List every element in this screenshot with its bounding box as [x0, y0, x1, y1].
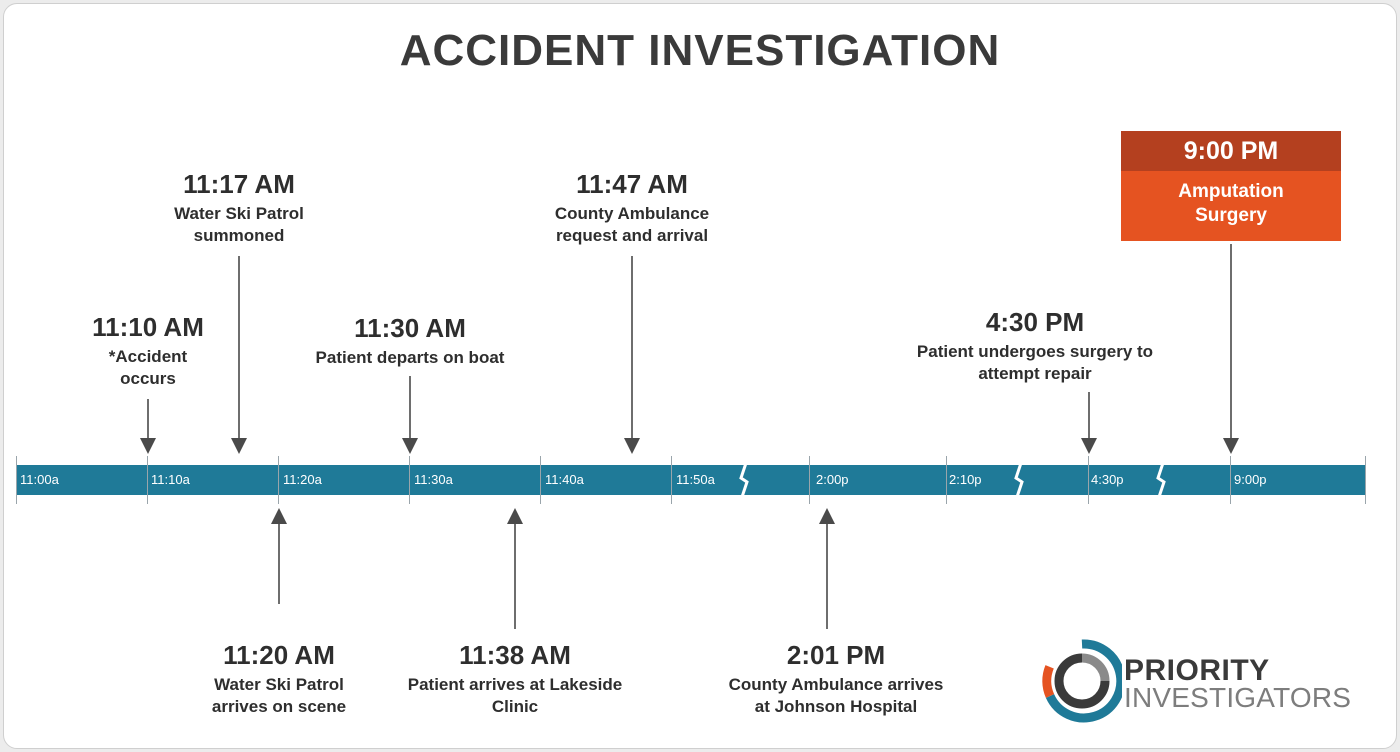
tick-label: 9:00p — [1234, 472, 1267, 487]
timeline-arrows — [140, 244, 1239, 629]
tick-line — [278, 456, 279, 504]
event-1120: 11:20 AM Water Ski Patrol arrives on sce… — [149, 640, 409, 718]
tick-line — [671, 456, 672, 504]
event-1147: 11:47 AM County Ambulance request and ar… — [517, 169, 747, 247]
event-1117: 11:17 AM Water Ski Patrol summoned — [139, 169, 339, 247]
highlight-desc: Amputation Surgery — [1121, 171, 1341, 241]
event-time: 11:20 AM — [223, 640, 335, 670]
event-time: 4:30 PM — [985, 307, 1085, 337]
tick-line — [1088, 456, 1089, 504]
event-time: 11:30 AM — [354, 313, 466, 343]
timeline-bar — [16, 465, 1366, 495]
timeline-break-icon — [1014, 460, 1024, 500]
event-time: 11:10 AM — [92, 312, 204, 342]
event-201: 2:01 PM County Ambulance arrives at John… — [691, 640, 981, 718]
tick-label: 11:50a — [676, 472, 715, 487]
event-desc: Patient undergoes surgery to attempt rep… — [916, 342, 1154, 383]
event-1110: 11:10 AM *Accident occurs — [58, 312, 238, 390]
tick-line — [1365, 456, 1366, 504]
tick-label: 2:10p — [949, 472, 982, 487]
logo-word-2: INVESTIGATORS — [1124, 682, 1352, 713]
logo-mark-icon — [1042, 639, 1126, 723]
event-desc: County Ambulance arrives at Johnson Hosp… — [728, 675, 944, 716]
event-desc: Patient departs on boat — [315, 348, 505, 367]
logo-word-1: PRIORITY — [1124, 654, 1270, 687]
tick-label: 4:30p — [1091, 472, 1124, 487]
event-time: 11:38 AM — [459, 640, 571, 670]
event-desc: Patient arrives at Lakeside Clinic — [407, 675, 623, 716]
tick-line — [809, 456, 810, 504]
event-430: 4:30 PM Patient undergoes surgery to att… — [885, 307, 1185, 385]
tick-line — [147, 456, 148, 504]
highlight-event: 9:00 PM Amputation Surgery — [1121, 131, 1341, 241]
tick-line — [1230, 456, 1231, 504]
tick-line — [409, 456, 410, 504]
highlight-time: 9:00 PM — [1121, 131, 1341, 171]
tick-line — [16, 456, 17, 504]
timeline-card: ACCIDENT INVESTIGATION 11:10 AM *Acciden… — [3, 3, 1397, 749]
timeline-break-icon — [739, 460, 749, 500]
event-time: 11:17 AM — [183, 169, 295, 199]
event-desc: Water Ski Patrol arrives on scene — [211, 675, 347, 716]
tick-label: 2:00p — [816, 472, 849, 487]
tick-label: 11:20a — [283, 472, 322, 487]
tick-label: 11:30a — [414, 472, 453, 487]
event-desc: County Ambulance request and arrival — [554, 204, 710, 245]
timeline-break-icon — [1156, 460, 1166, 500]
tick-label: 11:40a — [545, 472, 584, 487]
event-1130: 11:30 AM Patient departs on boat — [280, 313, 540, 369]
tick-line — [946, 456, 947, 504]
company-logo: PRIORITY INVESTIGATORS — [1042, 636, 1351, 726]
tick-label: 11:00a — [20, 472, 59, 487]
tick-label: 11:10a — [151, 472, 190, 487]
event-1138: 11:38 AM Patient arrives at Lakeside Cli… — [370, 640, 660, 718]
event-desc: *Accident occurs — [108, 347, 188, 388]
event-time: 11:47 AM — [576, 169, 688, 199]
page-title: ACCIDENT INVESTIGATION — [399, 26, 1001, 75]
event-time: 2:01 PM — [786, 640, 886, 670]
tick-line — [540, 456, 541, 504]
event-desc: Water Ski Patrol summoned — [174, 204, 304, 245]
